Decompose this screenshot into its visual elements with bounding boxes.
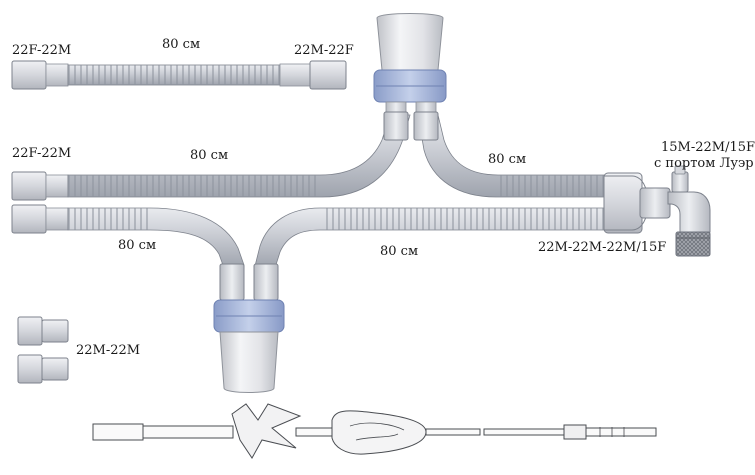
elbow-connector bbox=[667, 191, 711, 233]
right-connector bbox=[603, 165, 711, 257]
adapter-1 bbox=[17, 316, 69, 346]
label-port-connector: 15M-22M/15F bbox=[661, 140, 755, 155]
label-lower-mid-length: 80 см bbox=[380, 244, 419, 259]
limb-upper-cuff bbox=[11, 171, 47, 201]
label-mid-length: 80 см bbox=[190, 148, 229, 163]
limb-lower-right bbox=[254, 207, 605, 269]
limb-upper bbox=[11, 114, 411, 201]
label-top-left-connector: 22F-22M bbox=[12, 43, 72, 58]
connector-sleeve bbox=[603, 172, 643, 234]
top-tube-left-cuff bbox=[11, 60, 47, 90]
label-top-length: 80 см bbox=[162, 37, 201, 52]
bottom-filter-body bbox=[219, 331, 279, 393]
top-filter-port-left bbox=[383, 111, 409, 141]
bottom-filter-port-right bbox=[253, 263, 279, 301]
suction-catheter bbox=[92, 403, 657, 459]
bottom-filter bbox=[213, 263, 285, 393]
adapter-2 bbox=[17, 354, 69, 384]
top-tube-left-neck bbox=[45, 63, 69, 87]
top-tube-right-neck bbox=[279, 63, 311, 87]
label-adapters: 22M-22M bbox=[76, 343, 141, 358]
bottom-filter-port-left bbox=[219, 263, 245, 301]
connector-body bbox=[639, 187, 671, 219]
label-wye-connector: 22M-22M-22M/15F bbox=[538, 240, 667, 255]
limb-lower bbox=[11, 204, 245, 269]
top-filter-body bbox=[376, 13, 444, 71]
top-filter-port-right bbox=[413, 111, 439, 141]
catheter-valve bbox=[231, 403, 302, 459]
label-lower-left-length: 80 см bbox=[118, 238, 157, 253]
label-mid-left-connector: 22F-22M bbox=[12, 146, 72, 161]
catheter-sleeve bbox=[331, 410, 427, 455]
luer-port bbox=[671, 171, 689, 193]
top-filter bbox=[373, 13, 447, 141]
label-right-length: 80 см bbox=[488, 152, 527, 167]
label-top-right-connector: 22M-22F bbox=[294, 43, 354, 58]
top-tube-assembly bbox=[11, 60, 347, 90]
label-luer-port: с портом Луэр bbox=[654, 156, 754, 171]
limb-lower-cuff bbox=[11, 204, 47, 234]
top-tube-right-cuff bbox=[309, 60, 347, 90]
connector-mesh-port bbox=[675, 231, 711, 257]
